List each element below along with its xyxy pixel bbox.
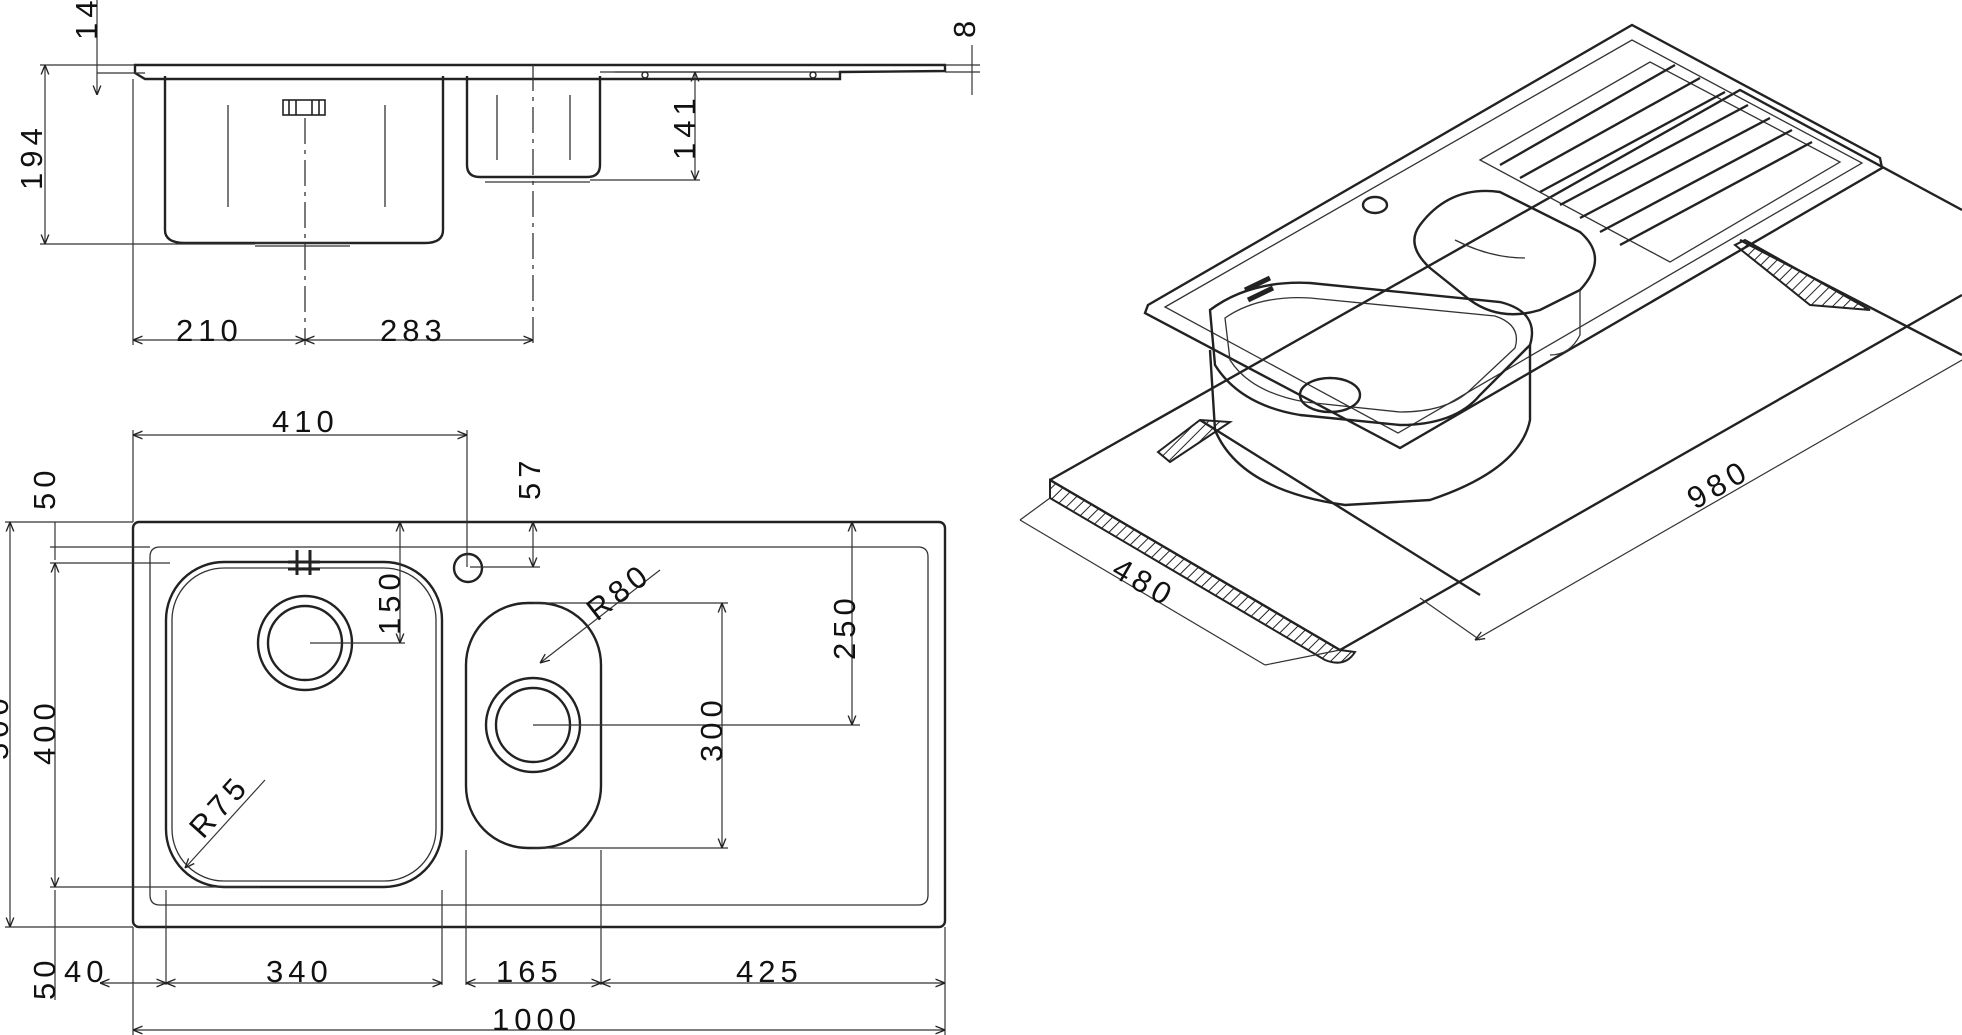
dim-r75: R75 [182,768,256,845]
overflow-symbol [282,99,326,116]
overflow-symbol [1243,275,1275,303]
dim-194: 194 [14,123,49,190]
dim-300: 300 [694,695,729,762]
side-large-bowl [163,76,445,245]
dim-14: 14 [69,0,104,40]
side-rim [133,63,947,81]
dim-8: 8 [947,16,982,38]
dim-165: 165 [496,954,563,989]
dim-1000: 1000 [492,1002,581,1035]
dim-283: 283 [380,313,447,348]
dim-250: 250 [827,593,862,660]
iso-large-bowl [1208,281,1534,427]
overflow-symbol [288,550,320,575]
dim-57: 57 [512,456,547,500]
dim-400: 400 [27,698,62,765]
dim-r80: R80 [580,556,658,628]
dim-50-bottom: 50 [27,956,62,1000]
plan-outline [131,520,947,929]
dim-980: 980 [1681,452,1756,516]
tap-hole [452,552,484,584]
iso-small-bowl [1413,189,1597,316]
dim-410: 410 [272,404,339,439]
side-view: 14 194 141 8 210 283 [14,0,982,348]
plan-view: 410 57 50 500 400 50 150 250 300 R80 R75… [0,404,947,1035]
dim-150: 150 [372,568,407,635]
dim-210: 210 [176,313,243,348]
dim-141: 141 [667,93,702,160]
dim-500: 500 [0,693,15,760]
worktop-edge [1049,478,1357,664]
isometric-view: 480 980 [1019,23,1962,666]
dim-425: 425 [736,954,803,989]
iso-waste [1298,376,1362,414]
dim-40: 40 [64,954,108,989]
dim-50-top: 50 [27,466,62,510]
dim-340: 340 [266,954,333,989]
side-small-bowl [465,76,602,179]
worktop-top [1049,88,1962,482]
drainer-grooves [1478,61,1842,263]
iso-sink-rim [1143,23,1884,450]
